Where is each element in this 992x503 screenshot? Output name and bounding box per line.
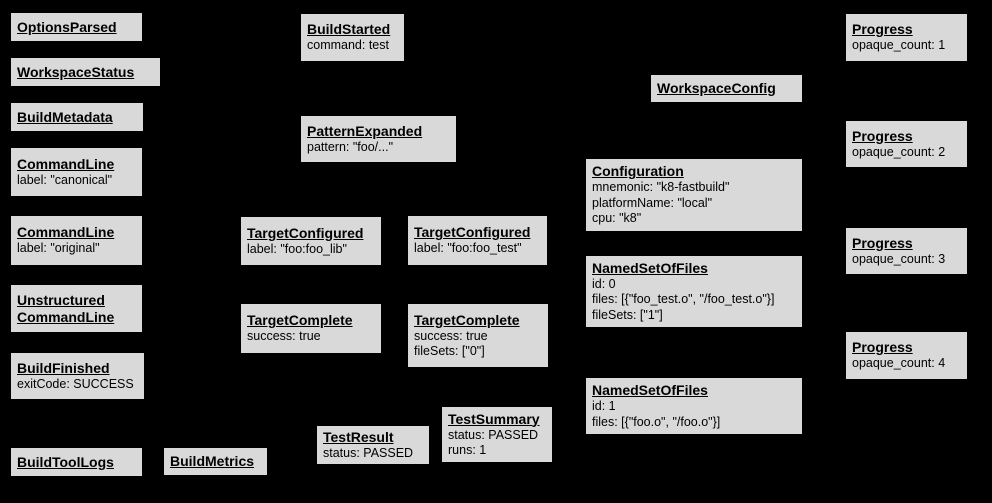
node-field: label: "foo:foo_test" xyxy=(414,241,522,256)
node-field: id: 1 xyxy=(592,399,616,413)
node-field: opaque_count: 2 xyxy=(852,144,946,159)
node-title: CommandLine xyxy=(17,224,115,241)
node-title: BuildFinished xyxy=(17,359,110,376)
node-field: opaque_count: 1 xyxy=(852,38,946,53)
node-title: TestResult xyxy=(323,428,394,445)
node-title: NamedSetOfFiles xyxy=(592,259,708,276)
node-field: fileSets: ["0"] xyxy=(414,344,485,358)
node-title: TargetConfigured xyxy=(247,224,364,241)
node-title: TargetComplete xyxy=(414,311,520,328)
node-field: platformName: "local" xyxy=(592,195,713,210)
node-field: files: [{"foo_test.o", "/foo_test.o"}] xyxy=(592,292,775,307)
node-title: WorkspaceConfig xyxy=(657,80,776,96)
node-field: pattern: "foo/..." xyxy=(307,139,394,154)
node-field: id: 0 xyxy=(592,276,616,291)
node-title: PatternExpanded xyxy=(307,122,423,139)
event-node-workspacestatus: WorkspaceStatus xyxy=(10,57,161,87)
node-title: BuildMetadata xyxy=(17,108,113,125)
node-title: OptionsParsed xyxy=(17,18,117,35)
node-title: CommandLine xyxy=(17,308,115,325)
node-field: cpu: "k8" xyxy=(592,211,642,226)
node-title: BuildMetrics xyxy=(170,453,255,469)
node-field: status: PASSED xyxy=(323,445,414,460)
node-title: Unstructured xyxy=(17,291,105,308)
event-node-buildmetadata: BuildMetadata xyxy=(10,102,144,132)
node-title: BuildStarted xyxy=(307,21,391,38)
node-field: fileSets: ["1"] xyxy=(592,307,663,322)
node-title: Progress xyxy=(852,234,913,251)
node-field: command: test xyxy=(307,38,389,53)
node-field: label: "original" xyxy=(17,241,100,256)
node-title: BuildToolLogs xyxy=(17,453,114,470)
event-node-buildmetrics: BuildMetrics xyxy=(163,447,268,476)
node-field: opaque_count: 3 xyxy=(852,251,946,266)
node-field: label: "foo:foo_lib" xyxy=(247,241,347,256)
node-title: Progress xyxy=(852,339,913,356)
event-node-workspaceconfig: WorkspaceConfig xyxy=(650,74,803,103)
node-field: exitCode: SUCCESS xyxy=(17,376,134,391)
node-field: success: true xyxy=(414,328,488,343)
event-node-optionsparsed: OptionsParsed xyxy=(10,12,143,42)
node-field: status: PASSED xyxy=(448,427,539,442)
node-field: opaque_count: 4 xyxy=(852,356,946,371)
node-title: Progress xyxy=(852,127,913,144)
node-field: success: true xyxy=(247,329,321,344)
node-title: Progress xyxy=(852,21,913,38)
node-field: label: "canonical" xyxy=(17,172,113,187)
node-title: TestSummary xyxy=(448,410,540,427)
node-title: CommandLine xyxy=(17,155,115,172)
node-title: TargetConfigured xyxy=(414,224,531,241)
node-title: NamedSetOfFiles xyxy=(592,382,708,398)
node-title: WorkspaceStatus xyxy=(17,63,135,80)
node-field: mnemonic: "k8-fastbuild" xyxy=(592,180,730,195)
node-field: files: [{"foo.o", "/foo.o"}] xyxy=(592,414,721,429)
node-title: TargetComplete xyxy=(247,312,353,329)
node-field: runs: 1 xyxy=(448,443,487,457)
event-node-buildtoollogs: BuildToolLogs xyxy=(10,447,143,477)
node-title: Configuration xyxy=(592,163,684,180)
